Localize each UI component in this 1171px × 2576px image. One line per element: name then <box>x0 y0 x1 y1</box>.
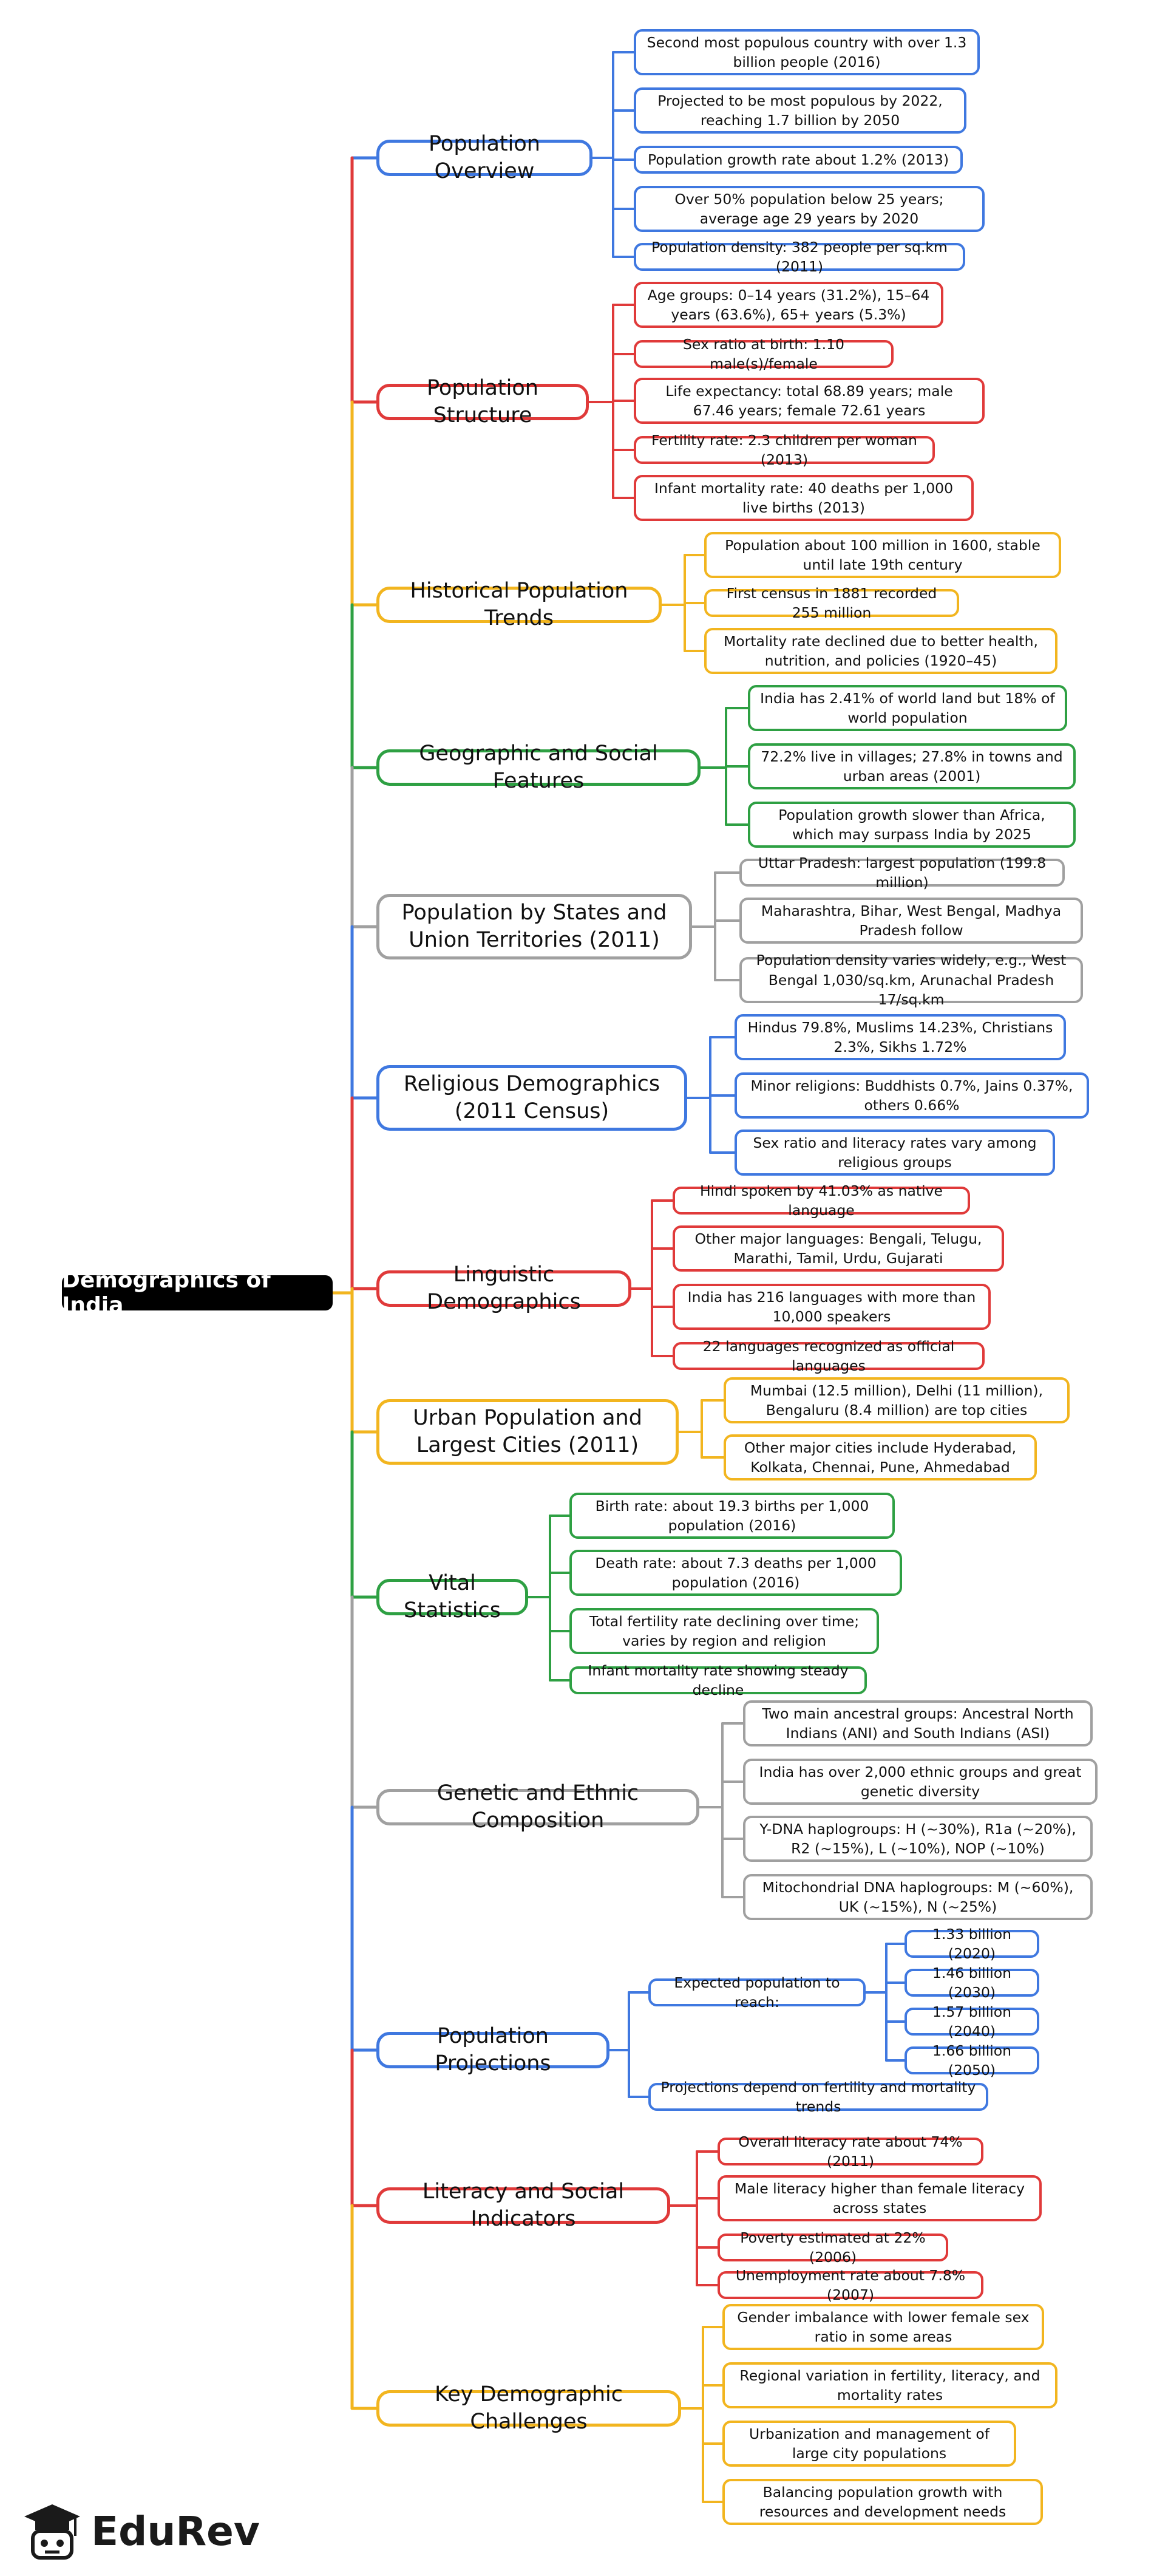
edurev-logo: EduRev <box>22 2501 260 2561</box>
leaf-node: Population density: 382 people per sq.km… <box>634 239 965 275</box>
leaf-node: Urbanization and management of large cit… <box>722 2421 1016 2467</box>
leaf-node: Infant mortality rate showing steady dec… <box>569 1662 867 1699</box>
leaf-node: Population growth rate about 1.2% (2013) <box>634 146 963 174</box>
leaf-node: India has 216 languages with more than 1… <box>673 1284 991 1330</box>
leaf-node: Gender imbalance with lower female sex r… <box>722 2304 1044 2350</box>
leaf-node: Hindi spoken by 41.03% as native languag… <box>673 1182 970 1219</box>
branch-node: Vital Statistics <box>376 1571 528 1623</box>
leaf-node: India has 2.41% of world land but 18% of… <box>748 685 1067 731</box>
projection-value-node: 1.33 billion (2020) <box>905 1926 1039 1962</box>
leaf-node: Other major languages: Bengali, Telugu, … <box>673 1225 1004 1272</box>
leaf-node: Uttar Pradesh: largest population (199.8… <box>739 854 1065 891</box>
leaf-node: Regional variation in fertility, literac… <box>722 2362 1057 2408</box>
leaf-node: Population growth slower than Africa, wh… <box>748 802 1076 848</box>
leaf-node: Second most populous country with over 1… <box>634 29 980 75</box>
leaf-node: Minor religions: Buddhists 0.7%, Jains 0… <box>735 1072 1089 1119</box>
leaf-node: Y-DNA haplogroups: H (~30%), R1a (~20%),… <box>743 1816 1093 1862</box>
leaf-node: 22 languages recognized as official lang… <box>673 1338 985 1374</box>
leaf-node: Male literacy higher than female literac… <box>718 2175 1042 2221</box>
leaf-node: 72.2% live in villages; 27.8% in towns a… <box>748 743 1076 789</box>
graduation-cap-robot-icon <box>24 2504 80 2560</box>
projection-value-node: 1.46 billion (2030) <box>905 1964 1039 2001</box>
leaf-node: Age groups: 0–14 years (31.2%), 15–64 ye… <box>634 282 943 328</box>
leaf-node: Total fertility rate declining over time… <box>569 1608 879 1654</box>
branch-node: Population Overview <box>376 132 592 183</box>
projection-value-node: 1.57 billion (2040) <box>905 2003 1039 2040</box>
branch-node: Religious Demographics (2011 Census) <box>376 1065 687 1131</box>
leaf-node: Population about 100 million in 1600, st… <box>704 532 1061 578</box>
leaf-node: Mortality rate declined due to better he… <box>704 628 1057 674</box>
leaf-node: Sex ratio at birth: 1.10 male(s)/female <box>634 336 894 372</box>
branch-node: Population Projections <box>376 2024 609 2076</box>
branch-node: Population Structure <box>376 376 589 428</box>
leaf-node: Life expectancy: total 68.89 years; male… <box>634 378 985 424</box>
leaf-node: Population density varies widely, e.g., … <box>739 952 1083 1008</box>
leaf-node: Unemployment rate about 7.8% (2007) <box>718 2267 983 2303</box>
leaf-node: Death rate: about 7.3 deaths per 1,000 p… <box>569 1550 902 1596</box>
leaf-node: Expected population to reach: <box>648 1974 866 2011</box>
leaf-node: Infant mortality rate: 40 deaths per 1,0… <box>634 475 974 521</box>
leaf-node: Other major cities include Hyderabad, Ko… <box>724 1434 1037 1481</box>
projection-value-node: 1.66 billion (2050) <box>905 2042 1039 2079</box>
leaf-node: Projected to be most populous by 2022, r… <box>634 87 966 134</box>
branch-node: Linguistic Demographics <box>376 1262 631 1314</box>
leaf-node: Mitochondrial DNA haplogroups: M (~60%),… <box>743 1874 1093 1920</box>
leaf-node: Birth rate: about 19.3 births per 1,000 … <box>569 1493 895 1539</box>
leaf-node: Poverty estimated at 22% (2006) <box>718 2229 948 2266</box>
branch-node: Urban Population and Largest Cities (201… <box>376 1399 679 1465</box>
root-node: Demographics of India <box>62 1268 333 1318</box>
leaf-node: India has over 2,000 ethnic groups and g… <box>743 1759 1098 1805</box>
branch-node: Key Demographic Challenges <box>376 2382 681 2434</box>
leaf-node: Maharashtra, Bihar, West Bengal, Madhya … <box>739 898 1083 944</box>
leaf-node: Balancing population growth with resourc… <box>722 2479 1043 2525</box>
leaf-node: Sex ratio and literacy rates vary among … <box>735 1130 1055 1176</box>
leaf-node: Fertility rate: 2.3 children per woman (… <box>634 432 935 468</box>
brand-name: EduRev <box>91 2507 260 2555</box>
branch-node: Genetic and Ethnic Composition <box>376 1781 699 1833</box>
branch-node: Population by States and Union Territori… <box>376 894 692 959</box>
leaf-node: Hindus 79.8%, Muslims 14.23%, Christians… <box>735 1014 1066 1060</box>
leaf-node: Over 50% population below 25 years; aver… <box>634 186 985 232</box>
leaf-node: Two main ancestral groups: Ancestral Nor… <box>743 1700 1093 1746</box>
branch-node: Geographic and Social Features <box>376 741 701 793</box>
branch-node: Historical Population Trends <box>376 579 662 630</box>
leaf-node: First census in 1881 recorded 255 millio… <box>704 585 959 621</box>
leaf-node: Mumbai (12.5 million), Delhi (11 million… <box>724 1377 1070 1423</box>
leaf-node: Overall literacy rate about 74% (2011) <box>718 2133 983 2170</box>
leaf-node: Projections depend on fertility and mort… <box>648 2079 988 2115</box>
branch-node: Literacy and Social Indicators <box>376 2179 670 2231</box>
